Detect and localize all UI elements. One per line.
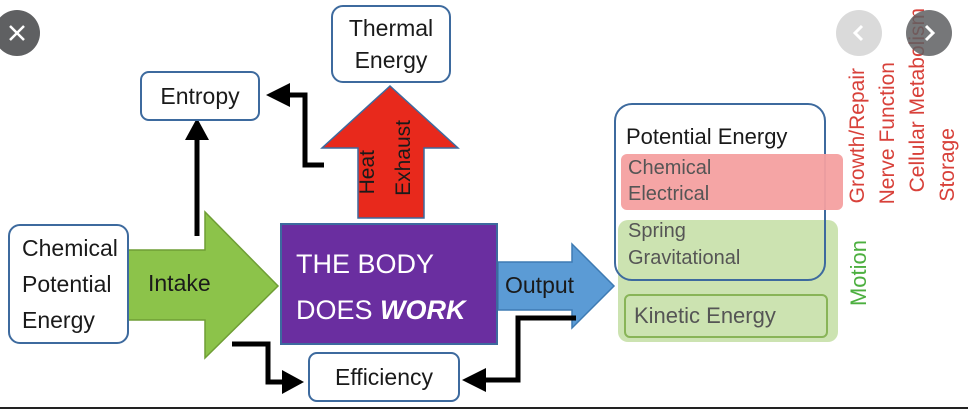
kinetic-energy-box: Kinetic Energy [624, 294, 828, 338]
body-work: WORK [380, 295, 466, 325]
thermal-line-1: Thermal [348, 15, 434, 41]
exhaust-label: Exhaust [392, 120, 415, 196]
use-storage: Storage [936, 128, 959, 202]
thermal-line-2: Energy [354, 47, 428, 73]
potential-energy-label: Potential Energy [626, 124, 788, 149]
next-button[interactable] [906, 10, 952, 56]
body-line-1: THE BODY [296, 249, 435, 279]
chevron-left-icon [852, 24, 864, 42]
connector-to-efficiency-right-head [462, 368, 486, 392]
output-arrow [497, 242, 616, 330]
close-button[interactable] [0, 10, 40, 56]
connector-to-efficiency-left-head [282, 370, 304, 394]
chemical-label: Chemical [628, 157, 712, 179]
use-growth-repair: Growth/Repair [846, 68, 869, 204]
heat-exhaust-arrow [320, 84, 460, 219]
prev-button[interactable] [836, 10, 882, 56]
body-line-2: DOES WORK [296, 287, 496, 333]
intake-label: Intake [148, 270, 211, 296]
connector-heat-to-entropy-head [266, 83, 290, 107]
efficiency-box: Efficiency [308, 352, 460, 402]
motion-label: Motion [846, 240, 871, 307]
motion-band [618, 220, 838, 342]
gravitational-label: Gravitational [628, 247, 741, 269]
chemical-potential-line-1: Chemical [22, 235, 118, 261]
spring-label: Spring [628, 220, 686, 242]
close-icon [9, 25, 25, 41]
chevron-right-icon [924, 24, 936, 42]
use-nerve-function: Nerve Function [876, 62, 899, 205]
chemical-potential-energy-box: Chemical Potential Energy [8, 224, 129, 344]
connector-to-efficiency-left [232, 341, 282, 385]
body-does: DOES [296, 295, 373, 325]
thermal-energy-box: Thermal Energy [331, 5, 451, 83]
heat-label: Heat [356, 150, 379, 195]
chemical-potential-line-3: Energy [22, 307, 95, 333]
entropy-box: Entropy [140, 71, 260, 121]
intake-arrow [127, 210, 280, 360]
chemical-electrical-band [621, 154, 843, 210]
chemical-potential-line-2: Potential [22, 271, 112, 297]
body-does-work-box: THE BODY DOES WORK [280, 223, 498, 345]
connector-to-efficiency-right [484, 315, 576, 383]
connector-heat-to-entropy [288, 92, 324, 168]
connector-to-entropy-head [185, 118, 209, 140]
output-label: Output [505, 272, 575, 298]
electrical-label: Electrical [628, 183, 710, 205]
